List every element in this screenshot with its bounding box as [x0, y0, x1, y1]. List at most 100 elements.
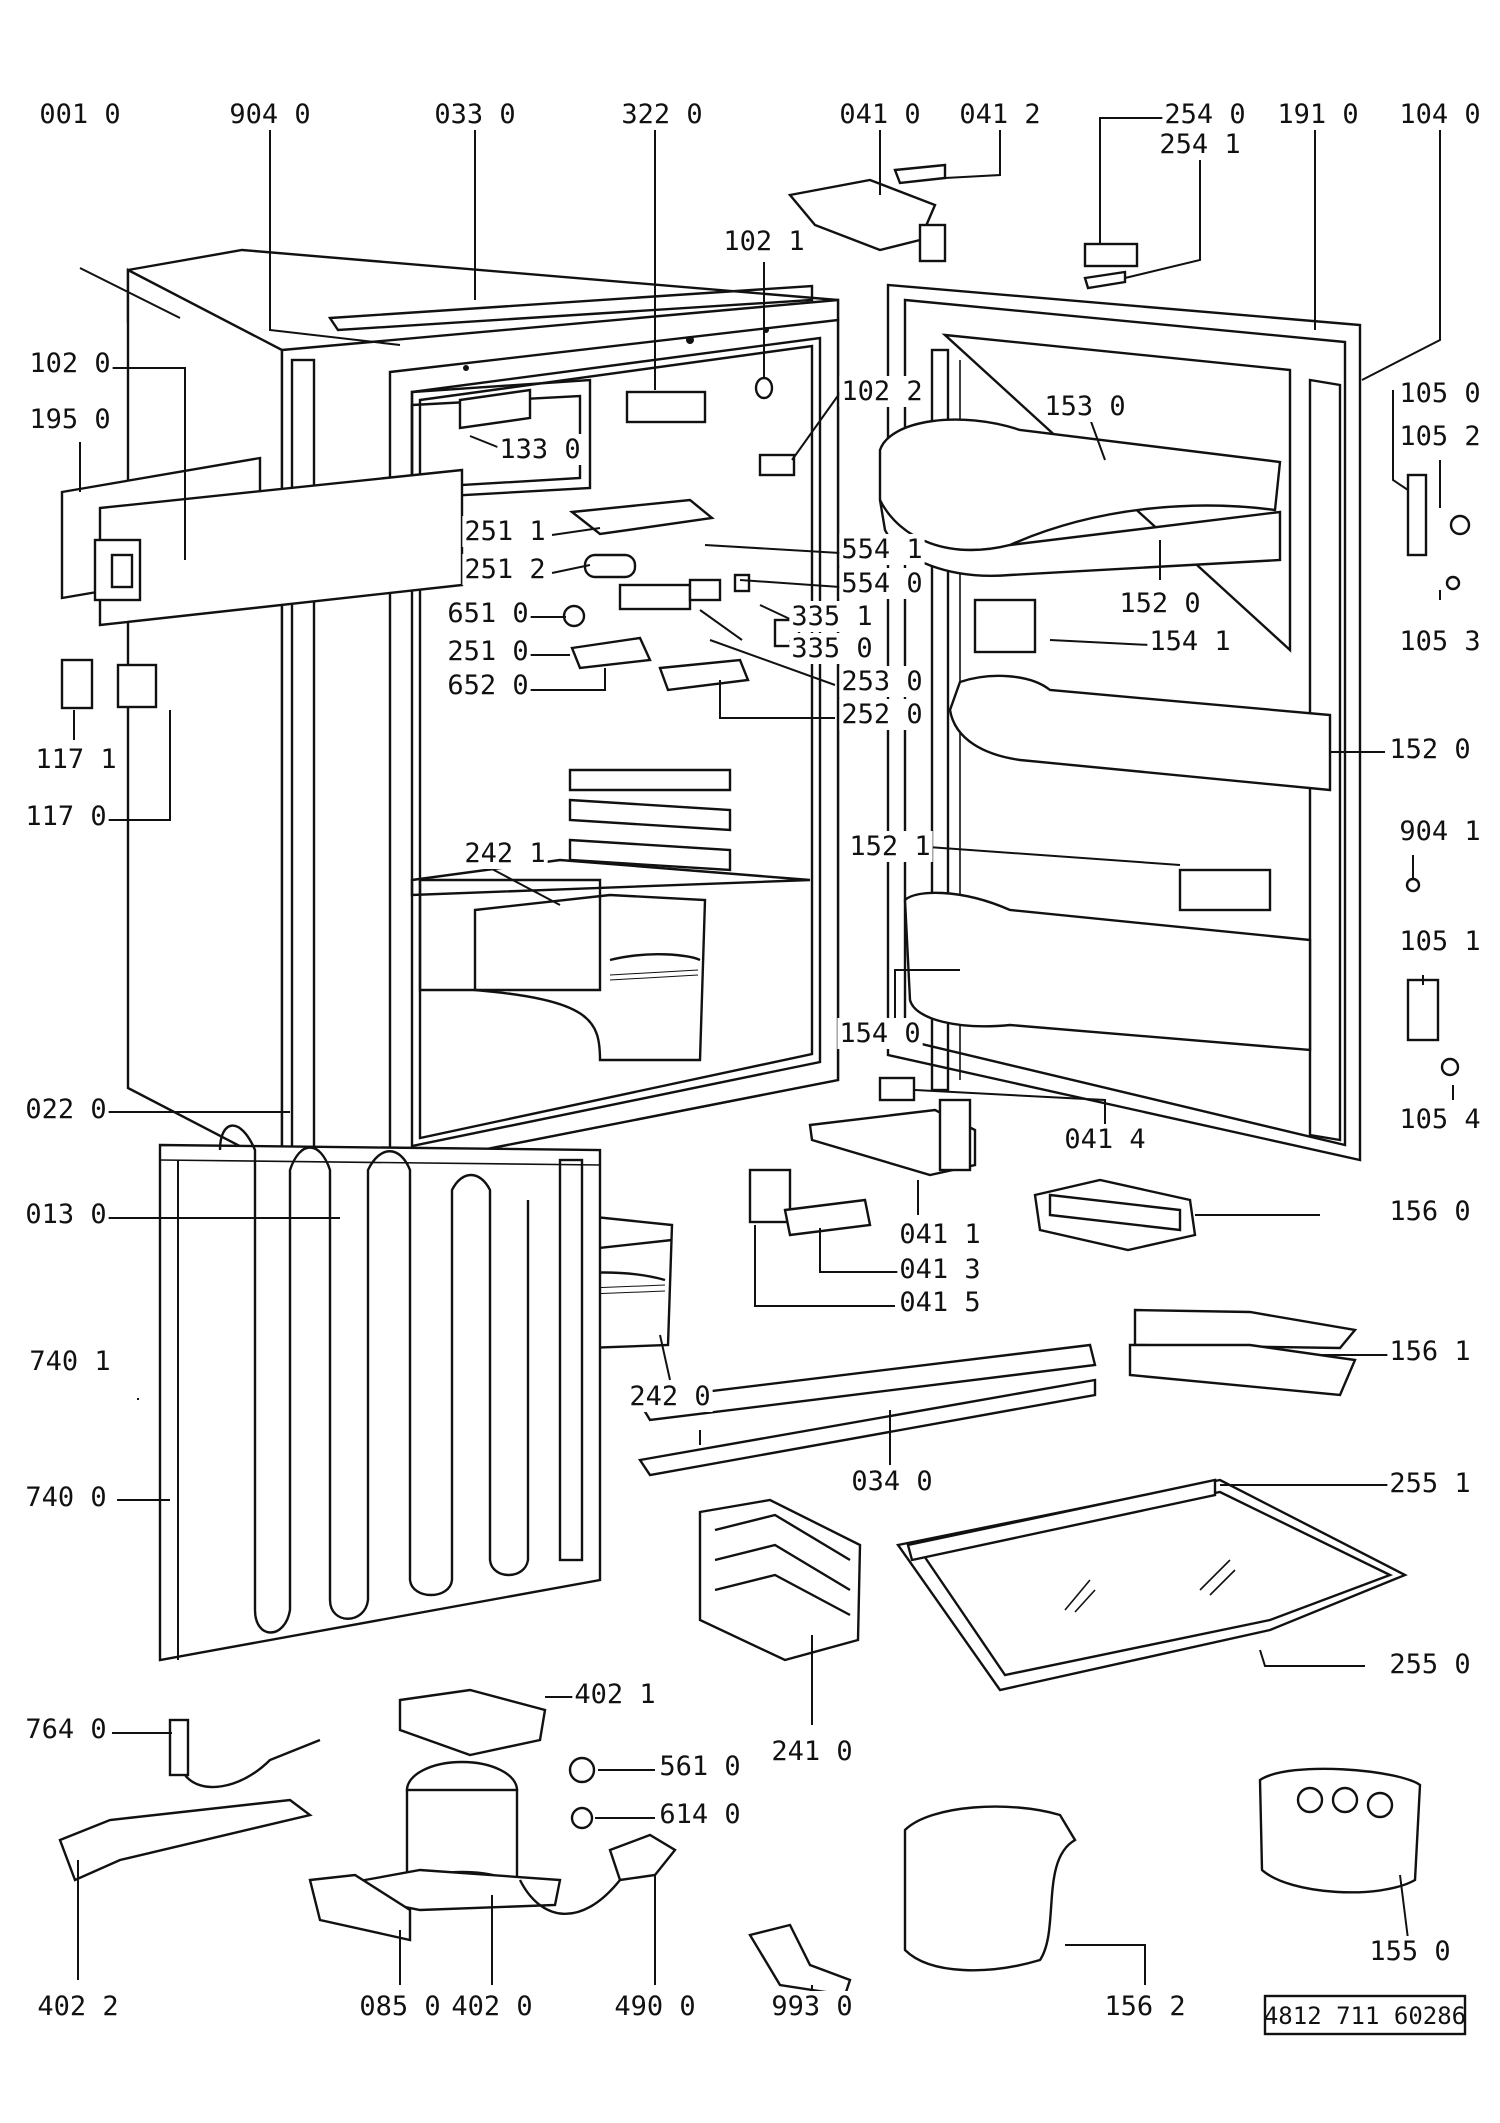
part-label: 402 2: [37, 1991, 118, 2022]
label-backdrop: [37, 99, 123, 130]
part-label: 041 1: [899, 1219, 980, 1250]
part-label: 904 1: [1399, 816, 1480, 847]
label-backdrop: [847, 831, 933, 862]
part-label: 764 0: [25, 1714, 106, 1745]
label-backdrop: [1387, 1649, 1473, 1680]
part-label: 402 0: [451, 1991, 532, 2022]
freezer-accessories: [1033, 1178, 1358, 1397]
label-backdrop: [27, 404, 113, 435]
label-backdrop: [849, 1466, 935, 1497]
label-backdrop: [1387, 1336, 1473, 1367]
bottom-hinge-parts: [748, 1076, 977, 1237]
part-label: 105 4: [1399, 1104, 1480, 1135]
label-backdrop: [1102, 1991, 1188, 2022]
part-label: 255 1: [1389, 1468, 1470, 1499]
label-backdrop: [357, 1991, 443, 2022]
label-backdrop: [1157, 129, 1243, 160]
part-label: 117 0: [25, 801, 106, 832]
part-label: 195 0: [29, 404, 110, 435]
part-label: 322 0: [621, 99, 702, 130]
part-label: 490 0: [614, 1991, 695, 2022]
label-backdrop: [619, 99, 705, 130]
part-label: 085 0: [359, 1991, 440, 2022]
label-backdrop: [1397, 1104, 1483, 1135]
part-label: 041 5: [899, 1287, 980, 1318]
label-backdrop: [1397, 99, 1483, 130]
part-label: 104 0: [1399, 99, 1480, 130]
part-label: 252 0: [841, 699, 922, 730]
part-label: 402 1: [574, 1679, 655, 1710]
label-backdrop: [23, 1094, 109, 1125]
part-label: 153 0: [1044, 391, 1125, 422]
label-backdrop: [957, 99, 1043, 130]
part-label: 251 1: [464, 516, 545, 547]
label-backdrop: [1367, 1936, 1453, 1967]
label-backdrop: [462, 838, 548, 869]
part-label: 156 0: [1389, 1196, 1470, 1227]
label-backdrop: [789, 601, 875, 632]
part-label: 242 0: [629, 1381, 710, 1412]
part-label: 133 0: [499, 434, 580, 465]
label-backdrop: [449, 1991, 535, 2022]
label-backdrop: [1387, 734, 1473, 765]
misc-bottom-parts: [748, 1767, 1422, 1997]
leader-lines: [73, 117, 1454, 1990]
label-backdrop: [23, 1714, 109, 1745]
part-label: 154 1: [1149, 626, 1230, 657]
part-label: 001 0: [39, 99, 120, 130]
label-backdrop: [227, 99, 313, 130]
part-label: 614 0: [659, 1799, 740, 1830]
part-label: 033 0: [434, 99, 515, 130]
part-label: 102 2: [841, 376, 922, 407]
part-label: 904 0: [229, 99, 310, 130]
right-small-parts: [1405, 473, 1471, 1077]
label-backdrop: [1275, 99, 1361, 130]
label-backdrop: [897, 1254, 983, 1285]
fridge-cabinet: [126, 248, 840, 1170]
label-backdrop: [33, 744, 119, 775]
part-label: 993 0: [771, 1991, 852, 2022]
part-label: 740 1: [29, 1346, 110, 1377]
label-backdrop: [1162, 99, 1248, 130]
label-backdrop: [1117, 588, 1203, 619]
label-backdrop: [497, 434, 583, 465]
label-backdrop: [837, 99, 923, 130]
label-backdrop: [1397, 626, 1483, 657]
part-label: 251 0: [447, 636, 528, 667]
label-backdrop: [789, 633, 875, 664]
part-label: 255 0: [1389, 1649, 1470, 1680]
part-label: 041 0: [839, 99, 920, 130]
label-backdrop: [837, 1018, 923, 1049]
label-backdrop: [839, 666, 925, 697]
part-label: 105 0: [1399, 378, 1480, 409]
label-backdrop: [445, 636, 531, 667]
part-label: 105 2: [1399, 421, 1480, 452]
label-backdrop: [23, 801, 109, 832]
part-label: 241 0: [771, 1736, 852, 1767]
label-backdrop: [769, 1736, 855, 1767]
part-label: 041 3: [899, 1254, 980, 1285]
light-thermostat-group: [562, 498, 801, 692]
part-label: 740 0: [25, 1482, 106, 1513]
part-label: 561 0: [659, 1751, 740, 1782]
label-backdrop: [839, 699, 925, 730]
label-backdrop: [27, 348, 113, 379]
part-label: 251 2: [464, 554, 545, 585]
part-label: 652 0: [447, 670, 528, 701]
fridge-door: [878, 283, 1362, 1162]
condenser-coil: [158, 1124, 602, 1662]
label-backdrop: [572, 1679, 658, 1710]
part-label: 034 0: [851, 1466, 932, 1497]
label-backdrop: [462, 516, 548, 547]
part-label: 155 0: [1369, 1936, 1450, 1967]
label-backdrop: [1042, 391, 1128, 422]
part-label: 156 2: [1104, 1991, 1185, 2022]
label-backdrop: [1397, 421, 1483, 452]
part-label: 105 3: [1399, 626, 1480, 657]
part-label: 651 0: [447, 598, 528, 629]
label-backdrop: [839, 568, 925, 599]
reference-number: 4812 711 60286: [1264, 2002, 1466, 2030]
label-backdrop: [1387, 1196, 1473, 1227]
part-label: 013 0: [25, 1199, 106, 1230]
